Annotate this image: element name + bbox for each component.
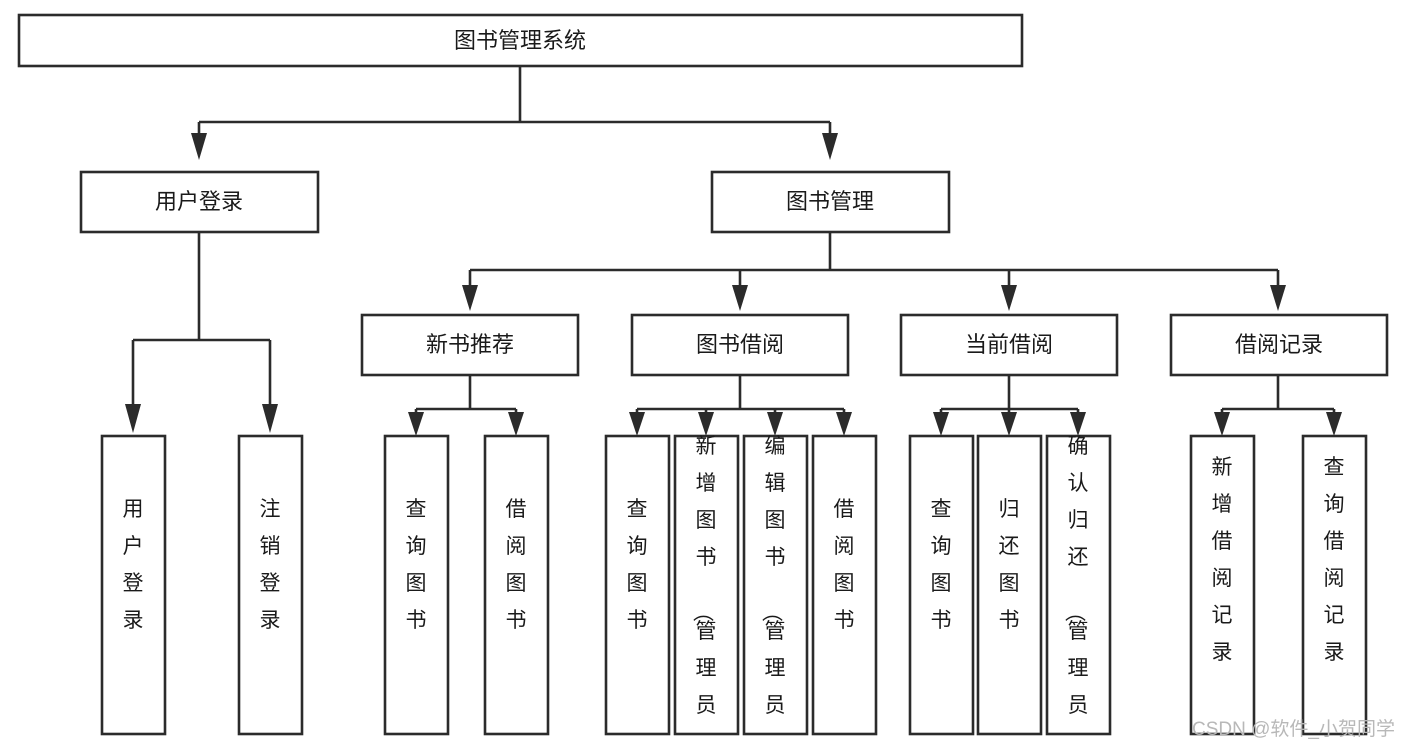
leaf-current-borrow-query-label: 查询图书 — [931, 498, 952, 632]
leaf-book-borrow-borrow-label: 借阅图书 — [834, 498, 855, 632]
node-borrow-record-box[interactable] — [1169, 313, 1389, 377]
leaf-user-login-logout[interactable]: 注销登录 — [237, 434, 304, 736]
csdn-watermark: CSDN @软件_小贺同学 — [1192, 718, 1395, 740]
leaf-user-login-login[interactable]: 用户登录 — [100, 434, 167, 736]
leaf-borrow-record-add[interactable]: 新增借阅记录 — [1189, 434, 1256, 736]
leaf-current-borrow-return-box[interactable] — [976, 434, 1043, 736]
leaf-new-book-borrow-label: 借阅图书 — [506, 498, 527, 632]
leaf-new-book-query[interactable]: 查询图书 — [383, 434, 450, 736]
node-book-management-label: 图书管理 — [786, 189, 874, 214]
node-root-system-box[interactable] — [17, 13, 1024, 68]
leaf-user-login-login-box[interactable] — [100, 434, 167, 736]
arrow-head-new-book-leaf-1 — [408, 412, 424, 436]
leaf-book-borrow-edit-label: 编辑图书（管理员） — [760, 435, 786, 747]
arrow-head-current-borrow-leaf-2 — [1001, 412, 1017, 436]
leaf-borrow-record-query[interactable]: 查询借阅记录 — [1301, 434, 1368, 736]
node-book-management-box[interactable] — [710, 170, 951, 234]
node-root-system[interactable]: 图书管理系统 — [17, 13, 1024, 68]
leaf-book-borrow-query[interactable]: 查询图书 — [604, 434, 671, 736]
leaf-current-borrow-query[interactable]: 查询图书 — [908, 434, 975, 736]
leaf-new-book-borrow[interactable]: 借阅图书 — [483, 434, 550, 736]
arrow-head-book-borrow-leaf-3 — [767, 412, 783, 436]
leaf-borrow-record-add-label: 新增借阅记录 — [1212, 456, 1233, 664]
leaf-book-borrow-query-label: 查询图书 — [627, 498, 648, 632]
arrow-head-book-borrow-leaf-1 — [629, 412, 645, 436]
leaf-current-borrow-confirm-label: 确认归还（管理员） — [1063, 435, 1089, 747]
node-root-system-label: 图书管理系统 — [454, 28, 586, 53]
node-book-borrow[interactable]: 图书借阅 — [630, 313, 850, 377]
arrow-head-book-borrow-leaf-4 — [836, 412, 852, 436]
node-book-borrow-label: 图书借阅 — [696, 332, 784, 357]
node-new-book-recommend-box[interactable] — [360, 313, 580, 377]
arrow-head-current-borrow-leaf-1 — [933, 412, 949, 436]
leaf-current-borrow-return[interactable]: 归还图书 — [976, 434, 1043, 736]
arrow-head-new-book-leaf-2 — [508, 412, 524, 436]
leaf-current-borrow-confirm[interactable]: 确认归还（管理员） — [1045, 434, 1112, 747]
leaf-book-borrow-add[interactable]: 新增图书（管理员） — [673, 434, 740, 747]
node-new-book-recommend-label: 新书推荐 — [426, 332, 514, 357]
arrow-head-leaf-logout — [262, 404, 278, 433]
leaf-user-login-logout-label: 注销登录 — [260, 498, 281, 632]
arrow-head-borrow-record — [1270, 285, 1286, 311]
arrow-head-borrow-record-leaf-1 — [1214, 412, 1230, 436]
leaf-current-borrow-query-box[interactable] — [908, 434, 975, 736]
leaf-user-login-login-label: 用户登录 — [123, 498, 144, 632]
node-current-borrow[interactable]: 当前借阅 — [899, 313, 1119, 377]
leaf-new-book-query-box[interactable] — [383, 434, 450, 736]
node-user-login-label: 用户登录 — [155, 189, 243, 214]
node-current-borrow-box[interactable] — [899, 313, 1119, 377]
arrow-head-book-mgmt — [822, 133, 838, 160]
arrow-head-leaf-user-login — [125, 404, 141, 433]
leaf-new-book-borrow-box[interactable] — [483, 434, 550, 736]
leaf-book-borrow-edit[interactable]: 编辑图书（管理员） — [742, 434, 809, 747]
arrow-head-book-borrow-leaf-2 — [698, 412, 714, 436]
node-borrow-record-label: 借阅记录 — [1235, 332, 1323, 357]
node-borrow-record[interactable]: 借阅记录 — [1169, 313, 1389, 377]
leaf-book-borrow-query-box[interactable] — [604, 434, 671, 736]
leaf-borrow-record-query-box[interactable] — [1301, 434, 1368, 736]
leaf-book-borrow-borrow-box[interactable] — [811, 434, 878, 736]
leaf-user-login-logout-box[interactable] — [237, 434, 304, 736]
arrow-head-current-borrow-leaf-3 — [1070, 412, 1086, 436]
node-book-management[interactable]: 图书管理 — [710, 170, 951, 234]
arrow-head-new-book — [462, 285, 478, 311]
connector-layer — [125, 66, 1342, 436]
node-book-borrow-box[interactable] — [630, 313, 850, 377]
leaf-borrow-record-add-box[interactable] — [1189, 434, 1256, 736]
node-user-login-box[interactable] — [79, 170, 320, 234]
leaf-borrow-record-query-label: 查询借阅记录 — [1324, 456, 1345, 664]
leaf-book-borrow-add-box[interactable] — [673, 434, 740, 736]
arrow-head-book-borrow — [732, 285, 748, 311]
leaf-book-borrow-edit-box[interactable] — [742, 434, 809, 736]
node-new-book-recommend[interactable]: 新书推荐 — [360, 313, 580, 377]
arrow-head-borrow-record-leaf-2 — [1326, 412, 1342, 436]
node-current-borrow-label: 当前借阅 — [965, 332, 1053, 357]
arrow-head-current-borrow — [1001, 285, 1017, 311]
leaf-current-borrow-return-label: 归还图书 — [999, 498, 1020, 632]
leaf-book-borrow-add-label: 新增图书（管理员） — [691, 435, 717, 747]
leaf-book-borrow-borrow[interactable]: 借阅图书 — [811, 434, 878, 736]
arrow-head-user-login — [191, 133, 207, 160]
leaf-new-book-query-label: 查询图书 — [406, 498, 427, 632]
leaf-current-borrow-confirm-box[interactable] — [1045, 434, 1112, 736]
node-user-login[interactable]: 用户登录 — [79, 170, 320, 234]
